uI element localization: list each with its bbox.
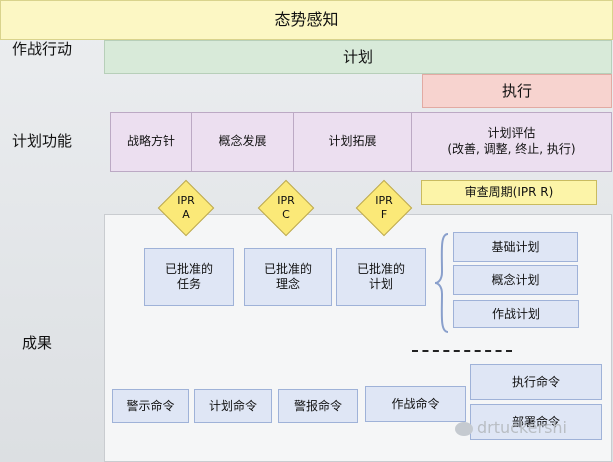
plan-functions-row-label: 计划功能 bbox=[12, 132, 73, 150]
plan-level-basic: 基础计划 bbox=[453, 232, 578, 262]
operations-row-label: 作战行动 bbox=[12, 40, 73, 58]
execute-band: 执行 bbox=[422, 74, 612, 108]
situational-awareness-label: 态势感知 bbox=[274, 10, 339, 29]
alert-order-box: 警报命令 bbox=[278, 389, 358, 423]
outcomes-row-label: 成果 bbox=[22, 334, 53, 352]
plan-band: 计划 bbox=[104, 40, 612, 74]
situational-awareness-band: 态势感知 bbox=[0, 0, 613, 40]
ipr-review-cycle: 审查周期(IPR R) bbox=[421, 180, 597, 205]
approved-concept-box: 已批准的理念 bbox=[244, 248, 332, 306]
execute-order-box: 执行命令 bbox=[470, 364, 602, 400]
warning-order-box: 警示命令 bbox=[112, 389, 189, 423]
watermark: drtuckershi bbox=[455, 418, 567, 437]
planning-order-box: 计划命令 bbox=[194, 389, 272, 423]
dashed-divider bbox=[412, 350, 512, 352]
plan-level-concept: 概念计划 bbox=[453, 265, 578, 295]
plan-level-operation: 作战计划 bbox=[453, 300, 579, 328]
function-concept-development: 概念发展 bbox=[191, 113, 293, 171]
operation-order-box: 作战命令 bbox=[365, 386, 466, 422]
function-plan-development: 计划拓展 bbox=[293, 113, 411, 171]
brace-icon bbox=[434, 233, 449, 333]
assessment-title: 计划评估 bbox=[487, 126, 536, 141]
execute-label: 执行 bbox=[501, 81, 532, 100]
function-plan-assessment: 计划评估 (改善, 调整, 终止, 执行) bbox=[411, 113, 611, 171]
plan-functions-row: 战略方针 概念发展 计划拓展 计划评估 (改善, 调整, 终止, 执行) bbox=[110, 112, 612, 172]
approved-plan-box: 已批准的计划 bbox=[336, 248, 426, 306]
plan-label: 计划 bbox=[342, 47, 373, 66]
approved-mission-box: 已批准的任务 bbox=[144, 248, 234, 306]
function-strategy: 战略方针 bbox=[126, 134, 175, 149]
wechat-icon bbox=[455, 421, 473, 436]
deploy-order-box: 部署命令 bbox=[470, 404, 602, 440]
assessment-detail: (改善, 调整, 终止, 执行) bbox=[447, 142, 576, 156]
